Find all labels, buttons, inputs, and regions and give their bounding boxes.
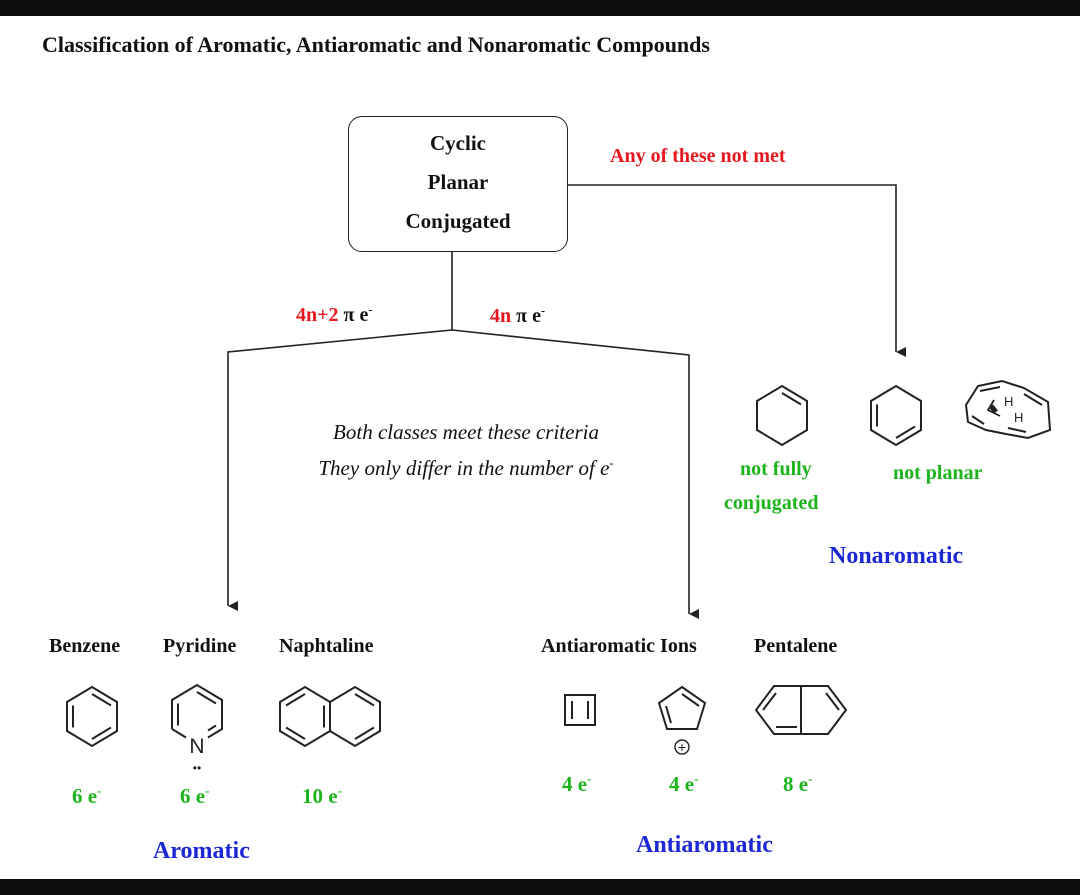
naphtaline-electrons: 10 e- xyxy=(302,784,342,808)
benzene-electrons: 6 e- xyxy=(72,784,102,808)
nonaromatic-arrow xyxy=(568,184,906,357)
aromatic-arrow xyxy=(227,329,453,611)
criterion-cyclic: Cyclic xyxy=(430,131,486,155)
cyclohexadiene-structure xyxy=(870,384,922,447)
naphtaline-name: Naphtaline xyxy=(279,635,374,657)
criteria-note-1: Both classes meet these criteria xyxy=(333,420,599,444)
pentalene-electrons: 8 e- xyxy=(783,772,813,796)
criteria-box: Cyclic Planar Conjugated xyxy=(348,116,568,252)
pyridine-lone-pair: •• xyxy=(193,761,201,774)
reason-not-fully: not fully xyxy=(740,458,812,480)
pentalene-structure xyxy=(754,685,848,735)
pyridine-name: Pyridine xyxy=(163,635,237,657)
pentalene-name: Pentalene xyxy=(754,635,838,657)
criteria-note-2: They only differ in the number of e- xyxy=(318,456,614,480)
criterion-planar: Planar xyxy=(427,170,489,194)
cyclobutadiene-structure xyxy=(564,694,596,726)
reason-not-planar: not planar xyxy=(893,462,983,484)
cyclobutadiene-electrons: 4 e- xyxy=(562,772,592,796)
antiaromatic-arrow xyxy=(451,329,699,619)
cyclohexene-structure xyxy=(756,384,808,447)
page-title: Classification of Aromatic, Antiaromatic… xyxy=(42,32,710,57)
reason-conjugated: conjugated xyxy=(724,492,819,514)
annulene-h-label-2: H xyxy=(1014,410,1023,425)
annulene-structure: H H xyxy=(964,379,1052,440)
pyridine-nitrogen: N xyxy=(189,735,204,758)
antiaromatic-ions-name: Antiaromatic Ions xyxy=(541,635,697,657)
cation-charge: + xyxy=(678,739,686,755)
antiaromatic-label: Antiaromatic xyxy=(636,832,773,858)
pyridine-electrons: 6 e- xyxy=(180,784,210,808)
criterion-conjugated: Conjugated xyxy=(405,209,511,233)
naphtaline-structure xyxy=(279,685,381,748)
bottom-band xyxy=(0,879,1080,895)
top-band xyxy=(0,0,1080,16)
pyridine-structure: N •• xyxy=(171,683,223,774)
antiaromatic-rule: 4n π e- xyxy=(490,303,545,327)
cyclopentadienyl-electrons: 4 e- xyxy=(669,772,699,796)
cyclopentadienyl-cation-structure: + xyxy=(657,685,707,755)
not-met-label: Any of these not met xyxy=(610,145,786,167)
benzene-structure xyxy=(66,685,118,748)
annulene-h-label-1: H xyxy=(1004,394,1013,409)
aromatic-rule: 4n+2 π e- xyxy=(296,302,373,326)
nonaromatic-label: Nonaromatic xyxy=(829,543,964,569)
benzene-name: Benzene xyxy=(49,635,121,657)
aromatic-label: Aromatic xyxy=(153,838,250,864)
